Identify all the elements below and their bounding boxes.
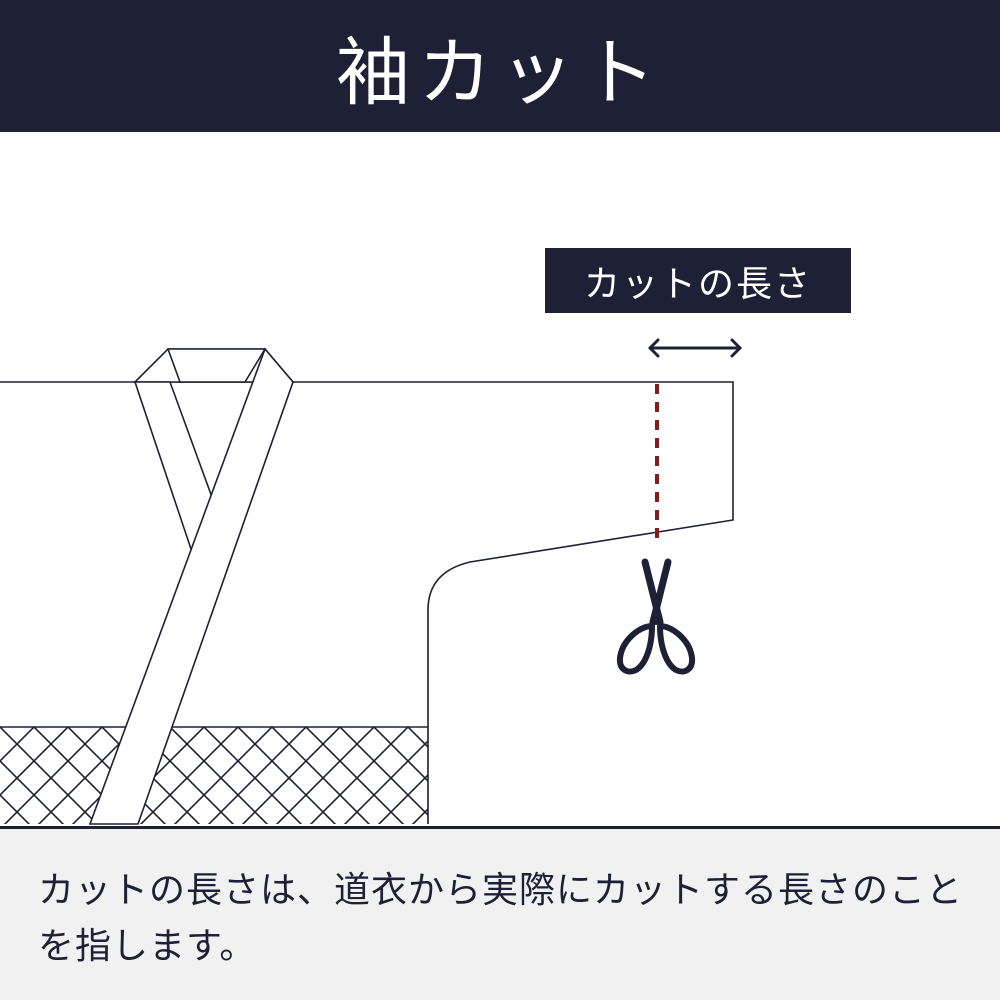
footer-description: カットの長さは、道衣から実際にカットする長さのことを指します。 — [38, 870, 964, 967]
hem-diamond-pattern — [0, 726, 428, 824]
header-banner: 袖カット — [0, 0, 1000, 132]
sleeve-cut-diagram — [0, 338, 742, 825]
footer-description-panel: カットの長さは、道衣から実際にカットする長さのことを指します。 — [0, 826, 1000, 1000]
gi-collar — [88, 347, 295, 825]
double-arrow-icon — [648, 338, 742, 358]
page-title: 袖カット — [336, 29, 664, 116]
cut-length-label-box: カットの長さ — [545, 248, 851, 313]
cut-length-label: カットの長さ — [583, 263, 812, 305]
scissors-icon — [616, 558, 696, 675]
